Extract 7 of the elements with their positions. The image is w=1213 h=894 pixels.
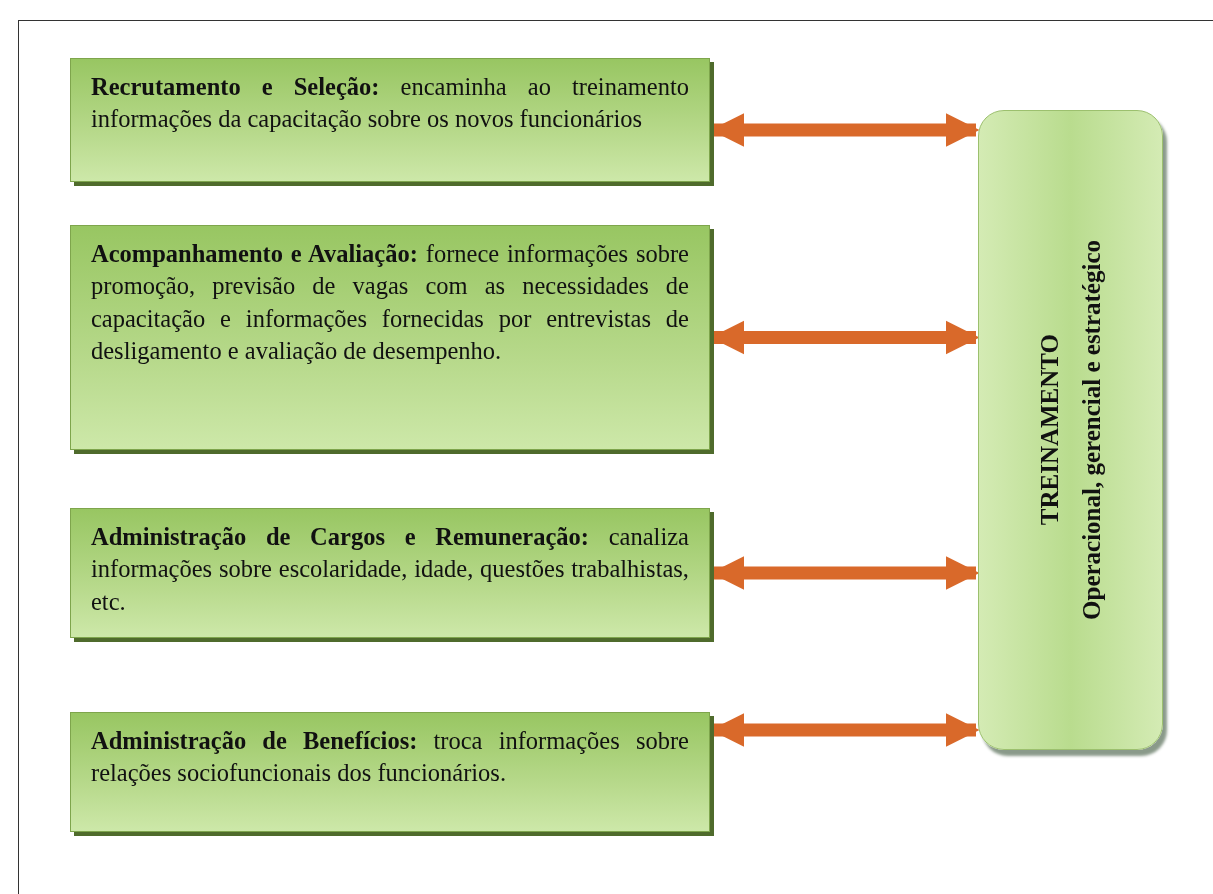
title-text: TREINAMENTO (1035, 334, 1064, 526)
rounded-box (978, 110, 1163, 750)
description-text: Acompanhamento e Avaliação: fornece informações sobre promoção, previsão de vagas com as necessidades de capacitação e informações fornecidas por entrevistas de desligamento e avaliação de desempenho. (91, 239, 689, 366)
description-text: Administração de Cargos e Remuneração: canaliza informações sobre escolaridade, idade, questões trabalhistas, etc. (91, 522, 689, 617)
description-text: Administração de Benefícios: troca informações sobre relações sociofuncionais dos funcionários. (91, 726, 689, 789)
subtitle-text: Operacional, gerencial e estratégico (1077, 240, 1106, 620)
description-text: Recrutamento e Seleção: encaminha ao treinamento informações da capacitação sobre os novos funcionários (91, 72, 689, 135)
